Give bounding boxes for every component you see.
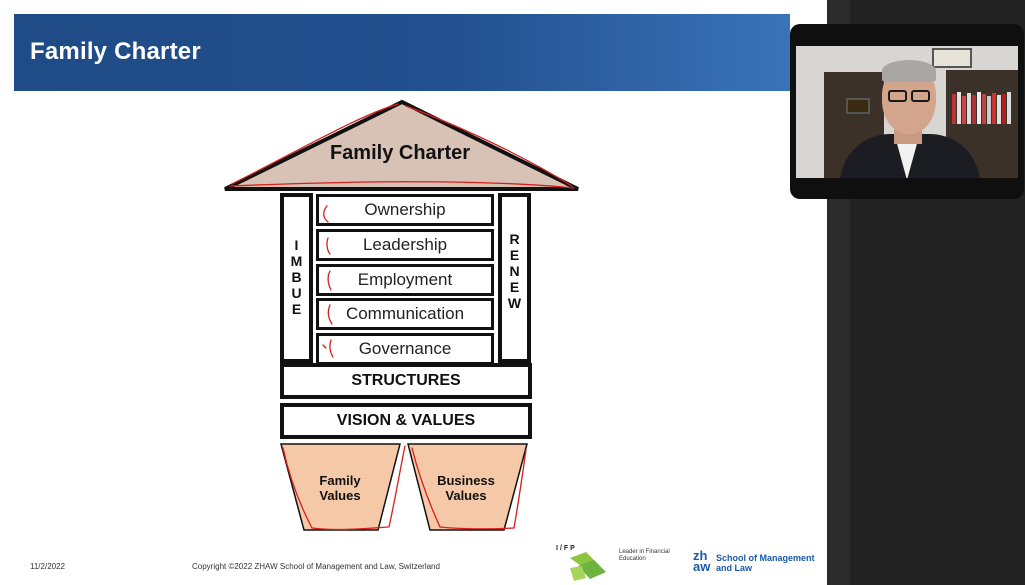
post-letter: N bbox=[509, 263, 520, 279]
slide-title-bar: Family Charter bbox=[14, 14, 790, 91]
vision-values-label: VISION & VALUES bbox=[336, 412, 476, 429]
ifp-logo-icon bbox=[570, 552, 606, 581]
pillar-ownership: Ownership bbox=[316, 194, 494, 226]
webcam-feed bbox=[796, 46, 1018, 178]
post-letter: E bbox=[291, 301, 302, 317]
footer-date: 11/2/2022 bbox=[30, 562, 65, 571]
family-values-label: Family Values bbox=[302, 473, 378, 503]
pillar-label: Governance bbox=[358, 339, 452, 358]
ifp-tagline: Leader in Financial Education bbox=[619, 549, 670, 562]
pillar-governance: Governance bbox=[316, 333, 494, 365]
foundation-text: Family bbox=[319, 473, 361, 488]
post-letter: U bbox=[291, 285, 302, 301]
post-letter: I bbox=[294, 237, 299, 253]
post-letter: W bbox=[507, 295, 522, 311]
roof-label: Family Charter bbox=[329, 142, 471, 164]
slide-title: Family Charter bbox=[30, 38, 201, 65]
foundation-text: Values bbox=[319, 488, 361, 503]
presentation-slide: Family Charter Family Charter I M B U E … bbox=[14, 14, 815, 581]
pillar-label: Communication bbox=[345, 304, 465, 323]
post-letter: E bbox=[509, 279, 520, 295]
ifp-name: I/FP bbox=[556, 545, 577, 552]
pillar-label: Ownership bbox=[364, 200, 446, 219]
business-values-label: Business Values bbox=[428, 473, 504, 503]
pillar-leadership: Leadership bbox=[316, 229, 494, 261]
imbue-post: I M B U E bbox=[280, 193, 313, 363]
foundation-text: Values bbox=[445, 488, 487, 503]
pillar-label: Employment bbox=[357, 270, 453, 289]
vision-values-bar: VISION & VALUES bbox=[280, 403, 532, 439]
post-letter: M bbox=[290, 253, 303, 269]
pillar-label: Leadership bbox=[362, 235, 448, 254]
post-letter: B bbox=[291, 269, 302, 285]
pillar-employment: Employment bbox=[316, 264, 494, 296]
renew-post: R E N E W bbox=[498, 193, 531, 363]
footer-copyright: Copyright ©2022 ZHAW School of Managemen… bbox=[192, 562, 440, 571]
structures-bar: STRUCTURES bbox=[280, 363, 532, 399]
pillar-communication: Communication bbox=[316, 298, 494, 330]
post-letter: E bbox=[509, 247, 520, 263]
structures-label: STRUCTURES bbox=[351, 372, 461, 389]
zhaw-school-name: School of Management and Law bbox=[716, 553, 815, 573]
foundation-text: Business bbox=[437, 473, 495, 488]
glasses-icon bbox=[886, 90, 934, 102]
webcam-video-tile[interactable] bbox=[790, 24, 1024, 199]
zhaw-logo-mark: zh aw bbox=[693, 548, 711, 574]
post-letter: R bbox=[509, 231, 520, 247]
